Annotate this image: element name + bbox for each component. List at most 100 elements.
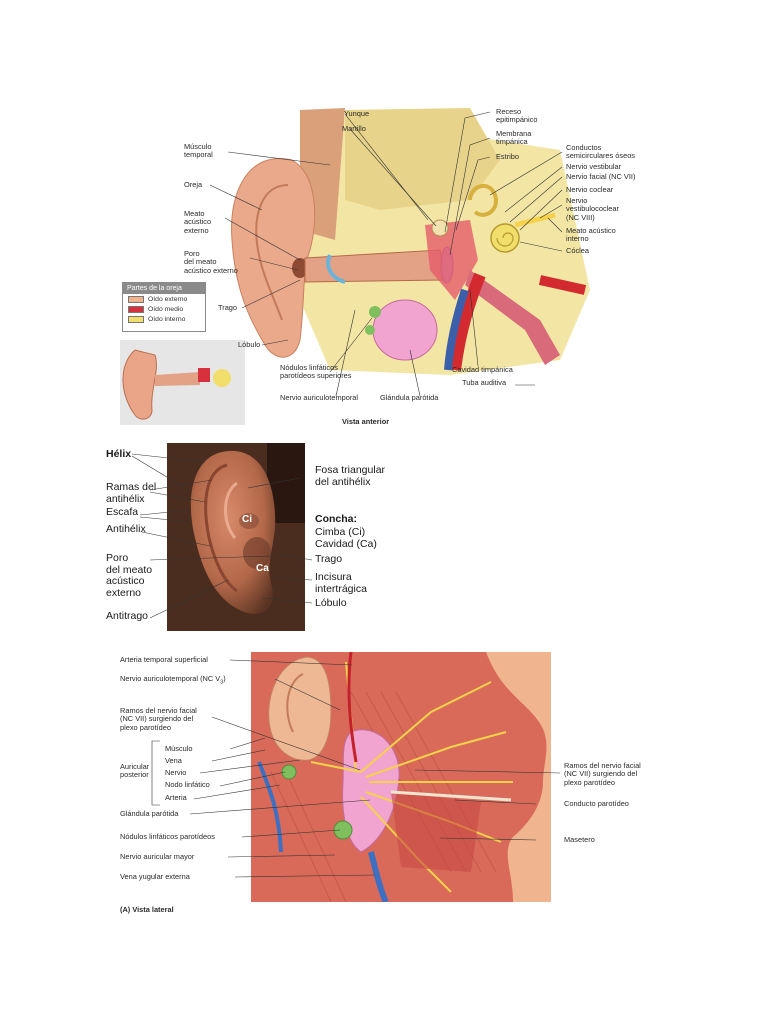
label-nervio-auriculotemporal-c: Nervio auriculotemporal (NC V3)	[120, 674, 226, 687]
label-helix: Hélix	[106, 448, 132, 460]
label-nervio-coclear: Nervio coclear	[566, 185, 614, 194]
legend-item-external: Oído externo	[123, 294, 205, 304]
label-antihelix: Antihélix	[106, 523, 146, 535]
label-nodo: Nodo linfático	[165, 780, 210, 789]
label-musculo-temporal: Músculo temporal	[184, 142, 213, 160]
label-escafa: Escafa	[106, 506, 139, 518]
internal-carotid	[449, 272, 486, 371]
label-arteria: Arteria	[165, 793, 187, 802]
meatus-opening	[292, 258, 308, 278]
label-cavidad: Cavidad (Ca)	[315, 538, 377, 550]
label-coclea: Cóclea	[566, 246, 590, 255]
ossicles	[431, 219, 449, 237]
label-oreja: Oreja	[184, 180, 203, 189]
label-meato-externo: Meato acústico externo	[184, 209, 212, 235]
label-nervio-auriculotemporal-close: )	[223, 674, 226, 683]
ear-parts-legend: Partes de la oreja Oído externo Oído med…	[122, 282, 206, 332]
label-incisura: Incisura intertrágica	[315, 571, 367, 595]
parotid-node	[333, 820, 353, 840]
parotid-gland	[372, 299, 438, 361]
label-glandula-parotida: Glándula parótida	[380, 393, 439, 402]
label-concha: Concha:	[315, 513, 357, 525]
label-ramos-der: Ramos del nervio facial (NC VII) surgien…	[564, 761, 641, 787]
label-ca: Ca	[256, 563, 269, 574]
label-meato-interno: Meato acústico interno	[566, 226, 616, 244]
label-vista-lateral: (A) Vista lateral	[120, 905, 174, 914]
masseter	[391, 792, 481, 872]
overview-figure	[120, 340, 245, 425]
semicircular-canals	[468, 184, 498, 217]
label-vena: Vena	[165, 756, 182, 765]
legend-label-external: Oído externo	[148, 295, 188, 303]
label-nervio-auriculotemporal: Nervio auriculotemporal	[280, 393, 359, 402]
swatch-external	[128, 295, 144, 303]
label-auricular-posterior: Auricular posterior	[120, 762, 150, 780]
auricle-shape	[231, 158, 316, 358]
label-antitrago: Antitrago	[106, 610, 149, 622]
label-ci: Ci	[242, 514, 252, 525]
label-poro-b: Poro del meato acústico externo	[106, 552, 153, 599]
label-ramos-izq: Ramos del nervio facial (NC VII) surgien…	[120, 706, 197, 732]
legend-item-internal: Oído interno	[123, 314, 205, 324]
parotid-duct	[390, 790, 512, 802]
panel-b-lines	[131, 453, 313, 619]
auricle-photo	[190, 450, 276, 614]
label-membrana: Membrana timpánica	[496, 129, 532, 147]
label-glandula-c: Glándula parótida	[120, 809, 179, 818]
label-nervio-auriculotemporal-text: Nervio auriculotemporal (NC V	[120, 674, 221, 683]
label-receso: Receso epitimpánico	[496, 107, 538, 125]
face-profile	[486, 652, 551, 902]
label-lobulo-b: Lóbulo	[315, 597, 347, 609]
label-masetero: Masetero	[564, 835, 595, 844]
label-estribo: Estribo	[496, 152, 520, 161]
middle-ear-cavity	[425, 220, 478, 300]
lymph-node-2	[365, 325, 375, 335]
label-musculo: Músculo	[165, 744, 193, 753]
panel-a-illustration	[120, 108, 590, 425]
label-nervio: Nervio	[165, 768, 187, 777]
auricular-node	[281, 764, 297, 780]
auditory-tube	[465, 270, 560, 365]
swatch-internal	[128, 315, 144, 323]
jugular	[444, 288, 469, 371]
cochlea	[490, 223, 520, 253]
legend-item-middle: Oído medio	[123, 304, 205, 314]
label-conducto: Conducto parotídeo	[564, 799, 629, 808]
bone-dark	[345, 108, 500, 210]
swatch-middle	[128, 305, 144, 313]
carotid-end	[538, 275, 587, 295]
label-nervio-facial: Nervio facial (NC VII)	[566, 172, 636, 181]
label-tuba-auditiva: Tuba auditiva	[462, 378, 507, 387]
panel-b-photo	[167, 443, 305, 631]
label-nervio-auricular-mayor: Nervio auricular mayor	[120, 852, 195, 861]
label-nodulos: Nódulos linfáticos parotídeos superiores	[280, 363, 352, 381]
label-trago-a: Trago	[218, 303, 238, 312]
label-cavidad-timpanica: Cavidad timpánica	[452, 365, 513, 374]
lymph-node-1	[369, 306, 381, 318]
label-lobulo-a: Lóbulo	[238, 340, 261, 349]
label-nervio-auriculotemporal-sub: 3	[220, 679, 224, 686]
legend-title: Partes de la oreja	[123, 283, 205, 294]
auricle-inner	[255, 184, 289, 321]
ext-jugular	[368, 851, 389, 902]
label-trago-b: Trago	[315, 553, 343, 565]
label-cimba: Cimba (Ci)	[315, 526, 366, 538]
auricle-lateral	[268, 656, 332, 761]
label-poro-meato: Poro del meato acústico externo	[184, 249, 238, 275]
label-conductos: Conductos semicirculares óseos	[566, 143, 636, 161]
panel-c-lines	[151, 659, 561, 878]
label-nervio-vestibular: Nervio vestibular	[566, 162, 622, 171]
label-fosa: Fosa triangular del antihélix	[315, 464, 386, 488]
label-nervio-vestibulococlear: Nervio vestibulococlear (NC VIII)	[566, 196, 619, 222]
label-ramas: Ramas del antihélix	[106, 481, 157, 505]
label-nodulos-c: Nódulos linfáticos parotídeos	[120, 832, 215, 841]
label-yunque: Yunque	[344, 109, 370, 118]
canal-cartilage	[326, 254, 346, 284]
legend-label-internal: Oído interno	[148, 315, 186, 323]
label-martillo: Martillo	[342, 124, 366, 133]
label-vena-yugular: Vena yugular externa	[120, 872, 190, 881]
label-vista-anterior: Vista anterior	[342, 417, 390, 426]
label-arteria-temporal: Arteria temporal superficial	[120, 655, 208, 664]
legend-label-middle: Oído medio	[148, 305, 184, 313]
vestibulocochlear-nerve	[514, 212, 556, 228]
